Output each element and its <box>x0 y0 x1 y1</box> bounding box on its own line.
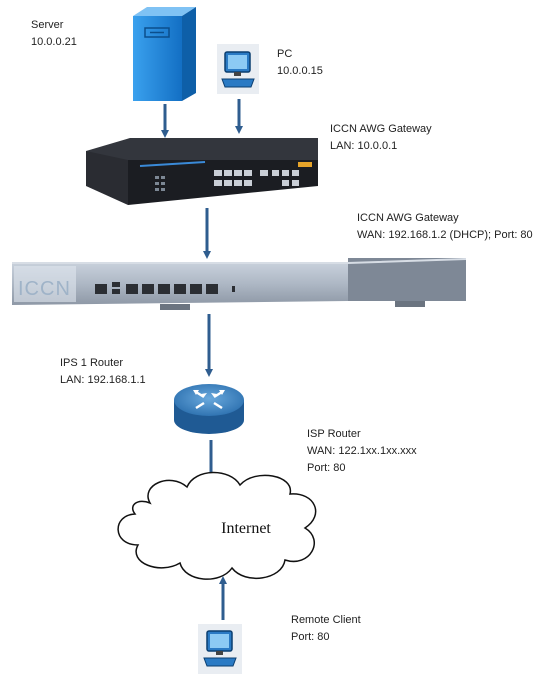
remote-client-title: Remote Client <box>291 614 361 626</box>
desktop-computer-icon <box>198 624 242 674</box>
remote-client-port: Port: 80 <box>291 631 330 643</box>
gateway-wan-title: ICCN AWG Gateway <box>357 212 459 224</box>
gateway-lan-ip: LAN: 10.0.0.1 <box>330 140 398 152</box>
gateway-lan-label: ICCN AWG Gateway LAN: 10.0.0.1 <box>330 121 432 155</box>
pc-label: PC 10.0.0.15 <box>277 46 323 80</box>
server-ip: 10.0.0.21 <box>31 36 77 48</box>
isp-router-wan: WAN: 122.1xx.1xx.xxx <box>307 445 417 457</box>
ips-router-label: IPS 1 Router LAN: 192.168.1.1 <box>60 355 146 389</box>
gateway-wan-label: ICCN AWG Gateway WAN: 192.168.1.2 (DHCP)… <box>357 210 533 244</box>
server-tower-icon <box>133 7 196 101</box>
isp-router-title: ISP Router <box>307 428 361 440</box>
router-icon <box>174 384 244 434</box>
gateway-lan-title: ICCN AWG Gateway <box>330 123 432 135</box>
pc-title: PC <box>277 48 293 60</box>
rack-appliance-icon: ICCN <box>12 258 466 310</box>
ips-router-title: IPS 1 Router <box>60 357 123 369</box>
isp-router-label: ISP Router WAN: 122.1xx.1xx.xxx Port: 80 <box>307 426 417 477</box>
cloud-icon <box>117 471 317 580</box>
ips-router-ip: LAN: 192.168.1.1 <box>60 374 146 386</box>
pc-ip: 10.0.0.15 <box>277 65 323 77</box>
server-label: Server 10.0.0.21 <box>31 17 77 51</box>
isp-router-port: Port: 80 <box>307 462 346 474</box>
appliance-logo: ICCN <box>18 278 71 300</box>
remote-client-label: Remote Client Port: 80 <box>291 612 361 646</box>
desktop-computer-icon <box>217 44 259 94</box>
internet-label: Internet <box>221 520 271 537</box>
gateway-wan-ip: WAN: 192.168.1.2 (DHCP); Port: 80 <box>357 229 533 241</box>
network-switch-icon <box>86 138 318 205</box>
server-title: Server <box>31 19 64 31</box>
